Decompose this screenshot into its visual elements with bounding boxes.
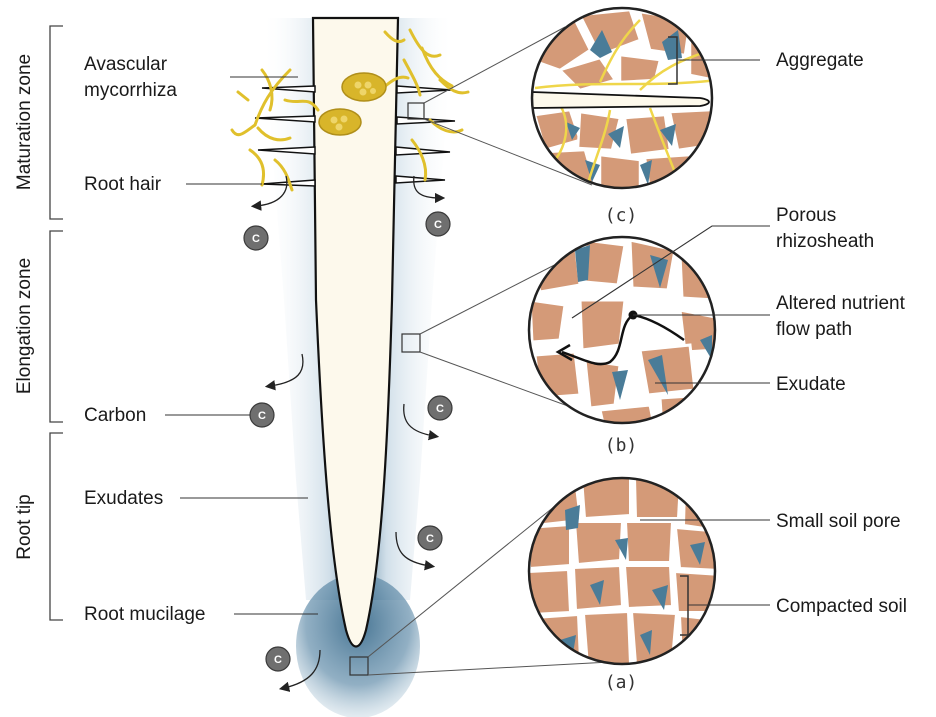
label-root-hair: Root hair — [84, 174, 162, 195]
svg-text:C: C — [434, 219, 442, 231]
zone-brackets — [50, 26, 63, 620]
panel-label-a: (a) — [605, 672, 638, 693]
label-exudates: Exudates — [84, 488, 163, 509]
svg-text:C: C — [274, 654, 282, 666]
svg-text:C: C — [426, 533, 434, 545]
svg-text:C: C — [258, 410, 266, 422]
label-carbon: Carbon — [84, 405, 146, 426]
label-porous-rhizosheath: Porous rhizosheath — [776, 205, 874, 252]
label-exudate: Exudate — [776, 374, 846, 395]
svg-text:C: C — [436, 403, 444, 415]
svg-text:C: C — [252, 233, 260, 245]
panel-label-b: (b) — [605, 435, 638, 456]
zone-label-maturation: Maturation zone — [14, 54, 35, 190]
magnified-view-c — [532, 8, 720, 195]
label-altered-nutrient-flow-path: Altered nutrient flow path — [776, 293, 910, 340]
label-small-soil-pore: Small soil pore — [776, 511, 901, 532]
magnified-view-a — [528, 476, 720, 666]
maturation-bracket — [50, 26, 63, 219]
carbon-symbol: C — [244, 226, 268, 250]
label-avascular-mycorrhiza: Avascular mycorrhiza — [84, 54, 177, 101]
label-aggregate: Aggregate — [776, 50, 864, 71]
panel-label-c: (c) — [605, 205, 638, 226]
carbon-symbol: C — [266, 647, 290, 671]
label-compacted-soil: Compacted soil — [776, 596, 907, 617]
carbon-symbol: C — [428, 396, 452, 420]
elongation-bracket — [50, 231, 63, 422]
carbon-symbol: C — [250, 403, 274, 427]
zone-label-elongation: Elongation zone — [14, 258, 35, 394]
zone-label-root-tip: Root tip — [14, 494, 35, 559]
carbon-symbol: C — [426, 212, 450, 236]
carbon-symbol: C — [418, 526, 442, 550]
root-tip-bracket — [50, 433, 63, 620]
label-root-mucilage: Root mucilage — [84, 604, 205, 625]
